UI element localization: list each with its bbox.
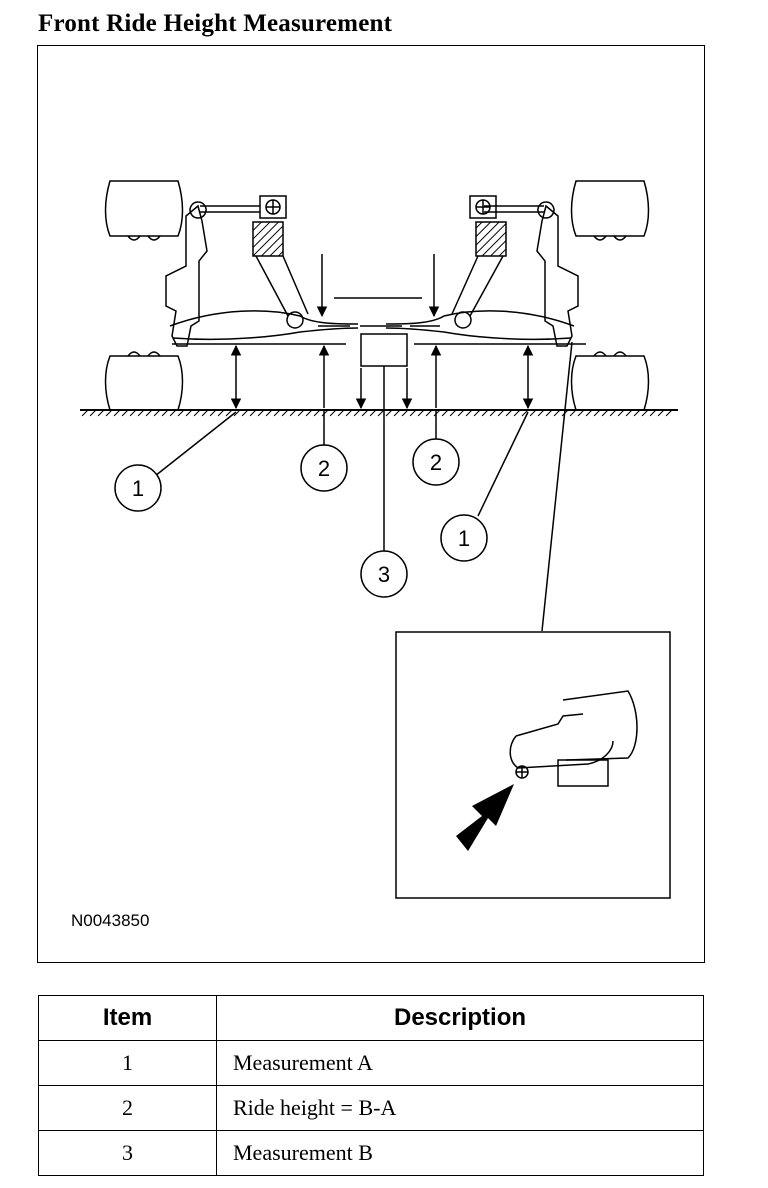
table-header-row: Item Description xyxy=(38,995,704,1041)
left-spring-hatched xyxy=(252,221,284,257)
callout-2-left-circle xyxy=(300,444,348,492)
callout-3-circle xyxy=(360,550,408,598)
right-knuckle xyxy=(536,204,579,347)
callout-3-label: 3 xyxy=(378,562,390,587)
right-tire xyxy=(570,180,650,411)
inset-leader xyxy=(541,341,573,632)
callout-1-right-circle xyxy=(440,514,488,562)
right-bracket xyxy=(469,195,497,219)
callout-1-left-circle xyxy=(114,464,162,512)
left-pivot xyxy=(286,311,304,329)
right-strut xyxy=(451,255,504,317)
right-spring-hatched xyxy=(475,221,507,257)
suspension-diagram: 1 2 2 3 1 xyxy=(37,45,705,963)
inset-detail-drawing xyxy=(509,690,638,787)
callout-1-left-leader xyxy=(154,411,237,477)
callout-2-right-circle xyxy=(412,438,460,486)
callout-2-right-label: 2 xyxy=(430,450,442,475)
center-block xyxy=(360,333,408,367)
diagram-drawing: 1 2 2 3 1 xyxy=(80,180,678,899)
row-item: 1 xyxy=(38,1040,217,1086)
header-description: Description xyxy=(216,995,704,1041)
header-item: Item xyxy=(38,995,217,1041)
page-title: Front Ride Height Measurement xyxy=(38,10,393,37)
table-row: 2 Ride height = B-A xyxy=(38,1085,704,1131)
left-bracket xyxy=(259,195,287,219)
right-upper-link xyxy=(484,201,555,219)
left-tire xyxy=(104,180,184,411)
table-row: 1 Measurement A xyxy=(38,1040,704,1086)
left-knuckle xyxy=(165,204,208,347)
callout-2-left-label: 2 xyxy=(318,456,330,481)
row-description: Measurement B xyxy=(216,1130,704,1176)
row-description: Ride height = B-A xyxy=(216,1085,704,1131)
table-row: 3 Measurement B xyxy=(38,1130,704,1176)
callout-1-right-leader xyxy=(477,411,529,517)
right-pivot xyxy=(454,311,472,329)
row-item: 2 xyxy=(38,1085,217,1131)
row-description: Measurement A xyxy=(216,1040,704,1086)
left-upper-link xyxy=(189,201,260,219)
inset-pointer-arrow xyxy=(456,784,514,851)
ground-hatching xyxy=(81,409,673,417)
callout-1-right-label: 1 xyxy=(458,526,470,551)
callout-1-left-label: 1 xyxy=(132,476,144,501)
figure-id: N0043850 xyxy=(71,911,150,930)
row-item: 3 xyxy=(38,1130,217,1176)
legend-table: Item Description 1 Measurement A 2 Ride … xyxy=(38,995,704,1176)
inset-detail-box xyxy=(395,631,671,899)
left-strut xyxy=(255,255,309,317)
left-lower-arm xyxy=(169,310,359,341)
right-lower-arm xyxy=(385,310,575,341)
